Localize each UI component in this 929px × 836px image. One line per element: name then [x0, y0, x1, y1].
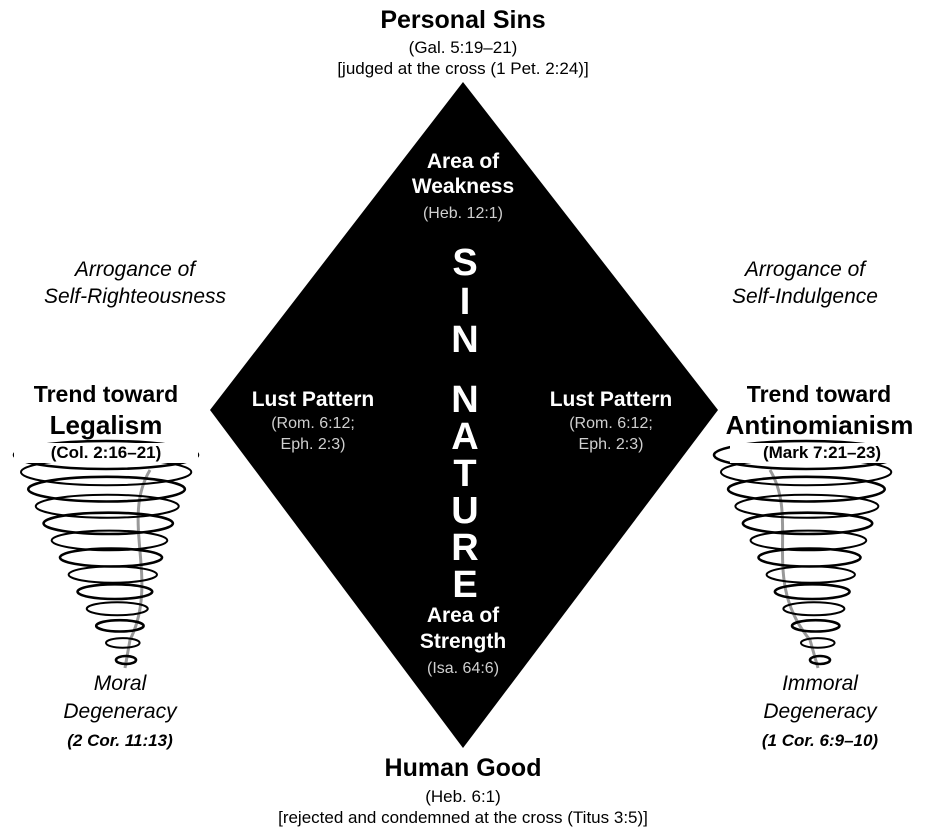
- sin-nature-letter: I: [445, 283, 485, 321]
- area-strength-ref: (Isa. 64:6): [363, 660, 563, 678]
- right-arrogance-line1: Arrogance of: [690, 258, 920, 282]
- right-lust-pattern-ref2: Eph. 2:3): [526, 436, 696, 454]
- sin-nature-letter: S: [445, 244, 485, 282]
- left-result-line2: Degeneracy: [30, 700, 210, 724]
- sin-nature-letter: T: [445, 455, 485, 493]
- human-good-note: [rejected and condemned at the cross (Ti…: [163, 808, 763, 828]
- area-weakness-line1: Area of: [363, 150, 563, 174]
- left-lust-pattern-title: Lust Pattern: [228, 388, 398, 412]
- left-arrogance-line2: Self-Righteousness: [10, 285, 260, 309]
- human-good-ref: (Heb. 6:1): [313, 787, 613, 807]
- right-lust-pattern-title: Lust Pattern: [526, 388, 696, 412]
- left-lust-pattern-ref1: (Rom. 6:12;: [228, 415, 398, 433]
- area-weakness-line2: Weakness: [363, 175, 563, 199]
- right-result-line2: Degeneracy: [730, 700, 910, 724]
- left-trend-ref: (Col. 2:16–21): [14, 443, 198, 463]
- left-result-ref: (2 Cor. 11:13): [30, 731, 210, 751]
- right-result-ref: (1 Cor. 6:9–10): [730, 731, 910, 751]
- sin-nature-letter: E: [445, 566, 485, 604]
- area-strength-line2: Strength: [363, 630, 563, 654]
- personal-sins-title: Personal Sins: [313, 6, 613, 35]
- left-tornado-spiral: [14, 441, 198, 668]
- right-tornado-spiral: [714, 441, 898, 668]
- sin-nature-letter: N: [445, 321, 485, 359]
- left-lust-pattern-ref2: Eph. 2:3): [228, 436, 398, 454]
- area-weakness-ref: (Heb. 12:1): [363, 205, 563, 223]
- right-trend-line1: Trend toward: [712, 381, 926, 408]
- sin-nature-letter: A: [445, 418, 485, 456]
- sin-nature-letter: R: [445, 529, 485, 567]
- left-trend-line2: Legalism: [0, 410, 212, 441]
- left-arrogance-line1: Arrogance of: [10, 258, 260, 282]
- left-trend-line1: Trend toward: [0, 381, 212, 408]
- human-good-title: Human Good: [313, 754, 613, 783]
- left-result-line1: Moral: [30, 672, 210, 696]
- area-strength-line1: Area of: [363, 604, 563, 628]
- sin-nature-letter: N: [445, 381, 485, 419]
- personal-sins-note: [judged at the cross (1 Pet. 2:24)]: [213, 59, 713, 79]
- right-lust-pattern-ref1: (Rom. 6:12;: [526, 415, 696, 433]
- right-arrogance-line2: Self-Indulgence: [690, 285, 920, 309]
- sin-nature-letter: U: [445, 492, 485, 530]
- right-trend-line2: Antinomianism: [710, 410, 929, 441]
- right-result-line1: Immoral: [730, 672, 910, 696]
- personal-sins-ref: (Gal. 5:19–21): [313, 38, 613, 58]
- right-trend-ref: (Mark 7:21–23): [730, 443, 914, 463]
